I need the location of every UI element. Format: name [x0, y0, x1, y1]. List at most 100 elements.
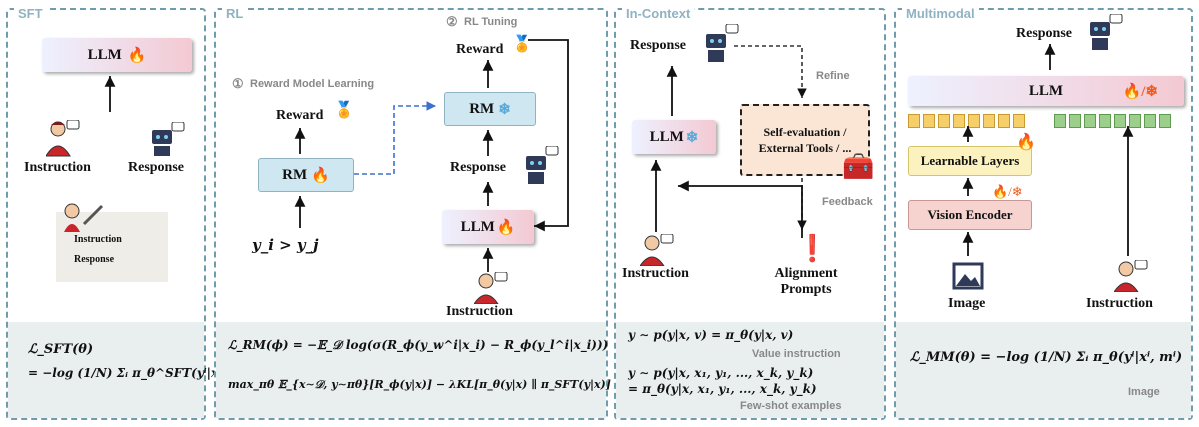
ic-feedback-label: Feedback	[822, 196, 873, 208]
token-green	[1054, 114, 1066, 128]
token-yellow	[953, 114, 965, 128]
snowflake-icon: ❄	[685, 129, 699, 146]
ic-formula-2b: = π_θ(y|x, x₁, y₁, ..., x_k, y_k)	[628, 382, 817, 396]
panel-title-rl: RL	[222, 6, 248, 21]
panel-title-multimodal: Multimodal	[902, 6, 979, 21]
sft-card-instruction: Instruction	[74, 234, 122, 245]
ic-value-note: Value instruction	[752, 348, 841, 360]
token-yellow	[968, 114, 980, 128]
arrow	[354, 101, 436, 175]
ic-formula-1: y ∼ p(y|x, v) = π_θ(y|x, v)	[628, 328, 794, 342]
sft-card-response: Response	[74, 254, 115, 265]
rl-reward-right: Reward	[456, 42, 504, 57]
mm-formula: ℒ_MM(θ) = −log (1/N) Σᵢ π_θ(yⁱ|xⁱ, mⁱ)	[910, 350, 1183, 365]
robot-icon	[152, 121, 185, 156]
ic-response-label: Response	[630, 38, 687, 53]
multimodal-panel: Multimodal Response LLM 🔥/❄ Learnable La…	[894, 6, 1193, 420]
mm-instruction-avatar	[1113, 259, 1148, 297]
rl-rm-right-label: RM	[469, 100, 495, 117]
rl-instruction-label: Instruction	[446, 304, 513, 319]
medal-icon: 🏅	[512, 36, 532, 53]
snowflake-icon: ❄	[498, 101, 511, 118]
token-green	[1069, 114, 1081, 128]
ic-selfeval-box: Self-evaluation / External Tools / ...	[740, 104, 870, 176]
panel-title-sft: SFT	[14, 6, 47, 21]
mm-image-note: Image	[1128, 386, 1160, 398]
mm-instruction-label: Instruction	[1086, 296, 1153, 311]
ic-selfeval-label: Self-evaluation / External Tools / ...	[758, 124, 852, 155]
mm-llm-box: LLM 🔥/❄	[908, 76, 1184, 106]
ic-refine-label: Refine	[816, 70, 850, 82]
rl-rm-left-box: RM 🔥	[258, 158, 354, 192]
rl-panel: RL ② RL Tuning ① Reward Model Learning R…	[214, 6, 611, 420]
ic-fewshot-note: Few-shot examples	[740, 400, 842, 412]
ic-formula-2a: y ∼ p(y|x, x₁, y₁, ..., x_k, y_k)	[628, 366, 814, 380]
sft-formula-area: ℒ_SFT(θ) = −log (1/N) Σᵢ π_θ^SFT(yⁱ|xⁱ)	[8, 322, 227, 418]
rl-preference-label: y_i > y_j	[252, 236, 319, 254]
sft-formula-line2: = −log (1/N) Σᵢ π_θ^SFT(yⁱ|xⁱ)	[28, 366, 227, 380]
ic-robot	[700, 23, 740, 73]
token-yellow	[923, 114, 935, 128]
rl-robot	[520, 145, 560, 195]
sft-instruction-label: Instruction	[24, 160, 91, 175]
arrow	[678, 180, 803, 238]
person-icon	[45, 119, 80, 157]
token-yellow	[938, 114, 950, 128]
medal-icon: 🏅	[334, 102, 354, 119]
mm-learnable-box: Learnable Layers	[908, 146, 1032, 176]
rl-step1-label: Reward Model Learning	[250, 78, 375, 90]
sft-response-label: Response	[128, 160, 185, 175]
rl-rm-left-label: RM	[282, 166, 308, 183]
token-green	[1144, 114, 1156, 128]
mm-vision-label: Vision Encoder	[927, 207, 1013, 222]
incontext-panel: In-Context Response Refine LLM ❄ Self-ev…	[614, 6, 886, 420]
rl-formula-1: ℒ_RM(ϕ) = −𝔼_𝒟 log(σ(R_ϕ(y_w^i|x_i) − R_…	[228, 338, 609, 352]
ic-formula-area: y ∼ p(y|x, v) = π_θ(y|x, v) Value instru…	[616, 322, 884, 418]
sft-formula-line1: ℒ_SFT(θ)	[28, 342, 94, 357]
sft-instruction-avatar	[45, 119, 80, 157]
image-icon-svg	[952, 262, 984, 290]
mm-vision-box: Vision Encoder	[908, 200, 1032, 230]
rl-llm-box: LLM 🔥	[442, 210, 534, 244]
token-green	[1129, 114, 1141, 128]
rl-step2-num: ②	[446, 14, 458, 29]
sft-card-avatar	[62, 202, 106, 237]
token-yellow	[1013, 114, 1025, 128]
person-icon	[1113, 259, 1148, 293]
fire-icon: 🔥/❄	[992, 184, 1023, 199]
token-green	[1159, 114, 1171, 128]
mm-formula-area: ℒ_MM(θ) = −log (1/N) Σᵢ π_θ(yⁱ|xⁱ, mⁱ) I…	[896, 322, 1191, 418]
rl-response-label: Response	[450, 160, 507, 175]
ic-instruction-avatar	[639, 233, 674, 271]
robot-icon	[1090, 13, 1123, 50]
rl-llm-label: LLM	[460, 218, 495, 235]
arrow	[734, 45, 807, 98]
fire-icon: 🔥	[496, 219, 516, 236]
mm-image-label: Image	[948, 296, 986, 311]
mm-llm-label: LLM	[1028, 82, 1064, 99]
fire-icon: 🔥	[1016, 134, 1036, 151]
rl-instruction-avatar	[473, 271, 508, 309]
token-yellow	[998, 114, 1010, 128]
person-icon	[639, 233, 674, 267]
sft-llm-box: LLM 🔥	[42, 38, 192, 72]
ic-alignment-label: Alignment Prompts	[774, 266, 838, 297]
robot-icon	[526, 145, 559, 184]
sft-llm-label: LLM	[87, 46, 122, 63]
rl-formula-2: max_πθ 𝔼_{x∼𝒟, y∼πθ}[R_ϕ(y|x)] − λKL[π_θ…	[228, 378, 611, 391]
rl-step2-label: RL Tuning	[464, 16, 518, 28]
alert-icon: ❗	[796, 234, 829, 263]
sft-panel: SFT LLM 🔥 Instruction Response Instructi…	[6, 6, 227, 420]
mm-learnable-label: Learnable Layers	[920, 153, 1020, 168]
image-icon	[950, 260, 986, 292]
ic-llm-label: LLM	[649, 128, 684, 145]
token-green	[1099, 114, 1111, 128]
token-yellow	[908, 114, 920, 128]
ic-llm-box: LLM ❄	[632, 120, 716, 154]
fire-icon: 🔥	[127, 47, 147, 64]
arrow	[528, 39, 569, 232]
sft-robot	[146, 121, 186, 163]
ic-instruction-label: Instruction	[622, 266, 689, 281]
mm-token-row	[908, 114, 1184, 128]
